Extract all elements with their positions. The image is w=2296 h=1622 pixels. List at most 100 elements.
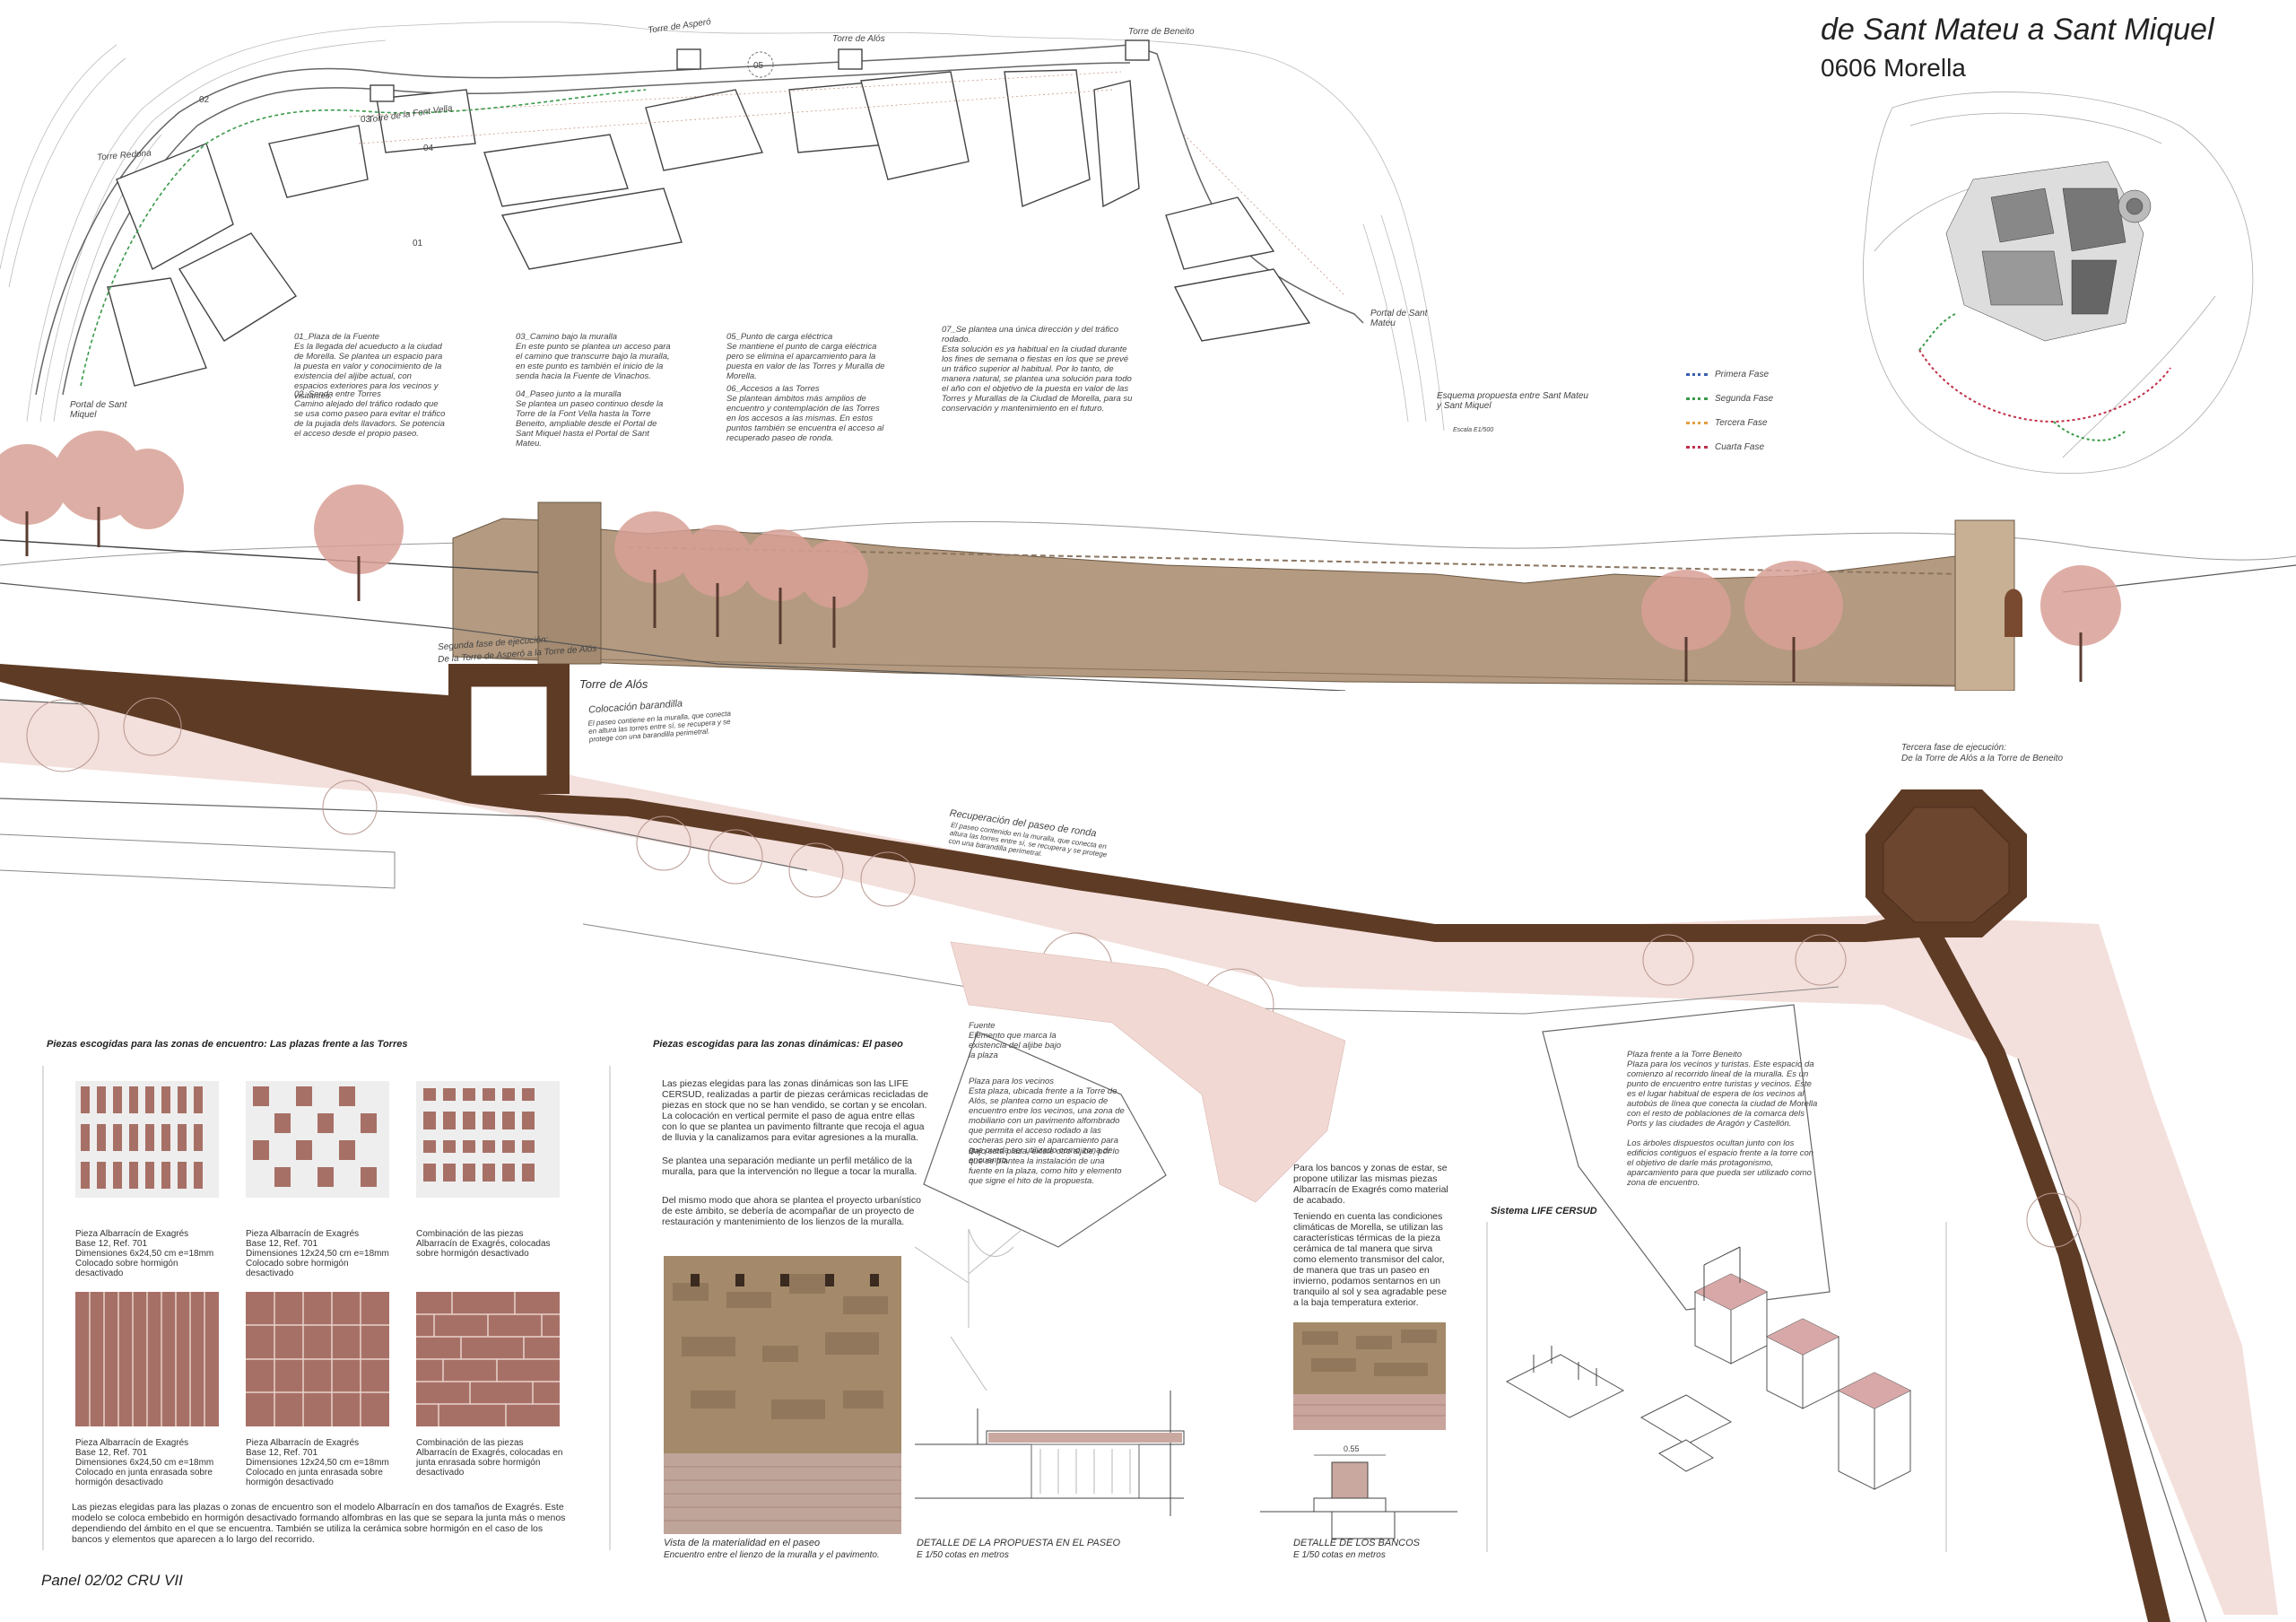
note-07: 07_Se plantea una única dirección y del … xyxy=(942,325,1139,414)
tile-samples-joint xyxy=(75,1292,560,1426)
tercera-fase-line1: Tercera fase de ejecución: xyxy=(1901,743,2006,753)
tile-caption-1: Pieza Albarracín de Exagrés Base 12, Ref… xyxy=(75,1229,214,1278)
beneito-note-title: Plaza frente a la Torre Beneito xyxy=(1627,1050,1742,1060)
beneito-note-p2: Los árboles dispuestos ocultan junto con… xyxy=(1627,1138,1814,1188)
bancos-p2: Teniendo en cuenta las condiciones climá… xyxy=(1293,1211,1448,1308)
paseo-detail-title: DETALLE DE LA PROPUESTA EN EL PASEO xyxy=(917,1538,1121,1548)
note-02-text: Camino alejado del tráfico rodado que se… xyxy=(294,399,446,439)
tile-caption-5: Pieza Albarracín de Exagrés Base 12, Ref… xyxy=(246,1438,389,1487)
note-01: 01_Plaza de la Fuente Es la llegada del … xyxy=(294,332,447,401)
bancos-p1: Para los bancos y zonas de estar, se pro… xyxy=(1293,1163,1448,1206)
paseo-photo-caption-2: Encuentro entre el lienzo de la muralla … xyxy=(664,1550,880,1560)
legend-swatch-cuarta xyxy=(1686,446,1708,449)
fuente-note-text: Elemento que marca la existencia del alj… xyxy=(969,1031,1061,1060)
tile-sample-2 xyxy=(246,1081,389,1198)
note-05: 05_Punto de carga eléctrica Se mantiene … xyxy=(726,332,888,381)
beneito-note-p1: Plaza para los vecinos y turistas. Este … xyxy=(1627,1060,1818,1129)
legend-label-primera: Primera Fase xyxy=(1715,370,1770,379)
vecinos-note-title: Plaza para los vecinos xyxy=(969,1077,1055,1086)
legend-primera-fase: Primera Fase xyxy=(1686,370,1769,379)
note-02: 02_Senda entre Torres Camino alejado del… xyxy=(294,389,447,439)
legend-tercera-fase: Tercera Fase xyxy=(1686,418,1768,428)
bancos-detail-title: DETALLE DE LOS BANCOS xyxy=(1293,1538,1421,1548)
paseo-photo xyxy=(664,1256,901,1534)
note-01-title: 01_Plaza de la Fuente xyxy=(294,332,380,342)
scheme-scale: Escala E1/500 xyxy=(1453,427,1494,433)
aljibe-note: Bajo esta plaza, existe otro aljibe, por… xyxy=(969,1147,1122,1186)
marker-01: 01 xyxy=(413,239,423,249)
fuente-note-title: Fuente xyxy=(969,1021,996,1031)
bancos-detail xyxy=(1260,1454,1457,1539)
tile-sample-4 xyxy=(75,1292,219,1426)
note-06: 06_Accesos a las Torres Se plantean ámbi… xyxy=(726,384,888,443)
paseo-p3: Del mismo modo que ahora se plantea el p… xyxy=(662,1195,921,1227)
legend-segunda-fase: Segunda Fase xyxy=(1686,394,1773,404)
site-plan xyxy=(0,21,1445,432)
tile-sample-1 xyxy=(75,1081,219,1198)
vecinos-note: Plaza para los vecinos Esta plaza, ubica… xyxy=(969,1077,1130,1165)
paseo-detail xyxy=(915,1229,1185,1516)
legend-swatch-primera xyxy=(1686,373,1708,376)
label-torre-alos-plan: Torre de Alós xyxy=(832,34,885,44)
panel-subtitle: 0606 Morella xyxy=(1821,54,1966,82)
tercera-fase-line2: De la Torre de Alós a la Torre de Beneit… xyxy=(1901,754,2064,763)
note-07-text: Esta solución es ya habitual en la ciuda… xyxy=(942,344,1133,414)
scheme-caption: Esquema propuesta entre Sant Mateu y San… xyxy=(1437,391,1634,411)
tile-caption-4: Pieza Albarracín de Exagrés Base 12, Ref… xyxy=(75,1438,214,1487)
label-portal-sant-miquel: Portal de Sant Miquel xyxy=(70,400,127,420)
legend-swatch-segunda xyxy=(1686,397,1708,400)
note-02-title: 02_Senda entre Torres xyxy=(294,389,381,399)
tile-sample-5 xyxy=(246,1292,389,1426)
note-04-text: Se plantea un paseo continuo desde la To… xyxy=(516,399,664,449)
marker-02: 02 xyxy=(199,95,210,105)
note-06-title: 06_Accesos a las Torres xyxy=(726,384,820,394)
tile-sample-3 xyxy=(416,1081,560,1198)
plazas-title: Piezas escogidas para las zonas de encue… xyxy=(47,1039,408,1050)
note-03-title: 03_Camino bajo la muralla xyxy=(516,332,618,342)
tile-samples xyxy=(75,1081,560,1198)
vecinos-note-text: Esta plaza, ubicada frente a la Torre de… xyxy=(969,1086,1125,1165)
panel-title: de Sant Mateu a Sant Miquel xyxy=(1821,13,2214,47)
bancos-detail-scale: E 1/50 cotas en metros xyxy=(1293,1550,1386,1560)
fuente-note: Fuente Elemento que marca la existencia … xyxy=(969,1021,1067,1060)
marker-04: 04 xyxy=(423,144,434,153)
label-torre-beneito: Torre de Beneito xyxy=(1128,27,1195,37)
note-06-text: Se plantean ámbitos más amplios de encue… xyxy=(726,394,884,443)
note-04-title: 04_Paseo junto a la muralla xyxy=(516,389,622,399)
bancos-photo xyxy=(1293,1322,1446,1430)
tile-caption-3: Combinación de las piezas Albarracín de … xyxy=(416,1229,551,1259)
paseo-p1: Las piezas elegidas para las zonas dinám… xyxy=(662,1078,929,1143)
tile-caption-6: Combinación de las piezas Albarracín de … xyxy=(416,1438,563,1478)
note-01-text: Es la llegada del acueducto a la ciudad … xyxy=(294,342,443,401)
beneito-note: Plaza frente a la Torre Beneito Plaza pa… xyxy=(1627,1050,1820,1188)
life-title: Sistema LIFE CERSUD xyxy=(1491,1206,1597,1216)
wall-elevation xyxy=(0,431,2296,691)
legend-swatch-tercera xyxy=(1686,422,1708,424)
legend-label-cuarta: Cuarta Fase xyxy=(1715,442,1765,452)
panel-footer: Panel 02/02 CRU VII xyxy=(41,1572,183,1589)
plazas-text: Las piezas elegidas para las plazas o zo… xyxy=(72,1502,566,1545)
life-cersud-axonometric xyxy=(1486,1222,1947,1552)
paseo-photo-caption-1: Vista de la materialidad en el paseo xyxy=(664,1538,821,1548)
location-map xyxy=(1863,92,2254,475)
note-04: 04_Paseo junto a la muralla Se plantea u… xyxy=(516,389,673,449)
bancos-dimension: 0.55 xyxy=(1344,1444,1360,1453)
note-03-text: En este punto se plantea un acceso para … xyxy=(516,342,671,381)
legend-label-tercera: Tercera Fase xyxy=(1715,418,1768,428)
note-03: 03_Camino bajo la muralla En este punto … xyxy=(516,332,673,381)
note-05-text: Se mantiene el punto de carga eléctrica … xyxy=(726,342,885,381)
label-portal-sant-mateu: Portal de Sant Mateu xyxy=(1370,309,1428,328)
label-torre-alos: Torre de Alós xyxy=(579,677,648,691)
scheme-caption-line2: y Sant Miquel xyxy=(1437,401,1492,411)
note-05-title: 05_Punto de carga eléctrica xyxy=(726,332,833,342)
plazas-frame xyxy=(42,1066,611,1550)
legend-label-segunda: Segunda Fase xyxy=(1715,394,1774,404)
note-07-title: 07_Se plantea una única dirección y del … xyxy=(942,325,1118,344)
paseo-p2: Se plantea una separación mediante un pe… xyxy=(662,1155,918,1177)
marker-05: 05 xyxy=(753,61,764,71)
tile-caption-2: Pieza Albarracín de Exagrés Base 12, Ref… xyxy=(246,1229,389,1278)
legend-cuarta-fase: Cuarta Fase xyxy=(1686,442,1764,452)
paseo-detail-scale: E 1/50 cotas en metros xyxy=(917,1550,1009,1560)
tile-sample-6 xyxy=(416,1292,560,1426)
marker-03: 03 xyxy=(361,115,371,125)
